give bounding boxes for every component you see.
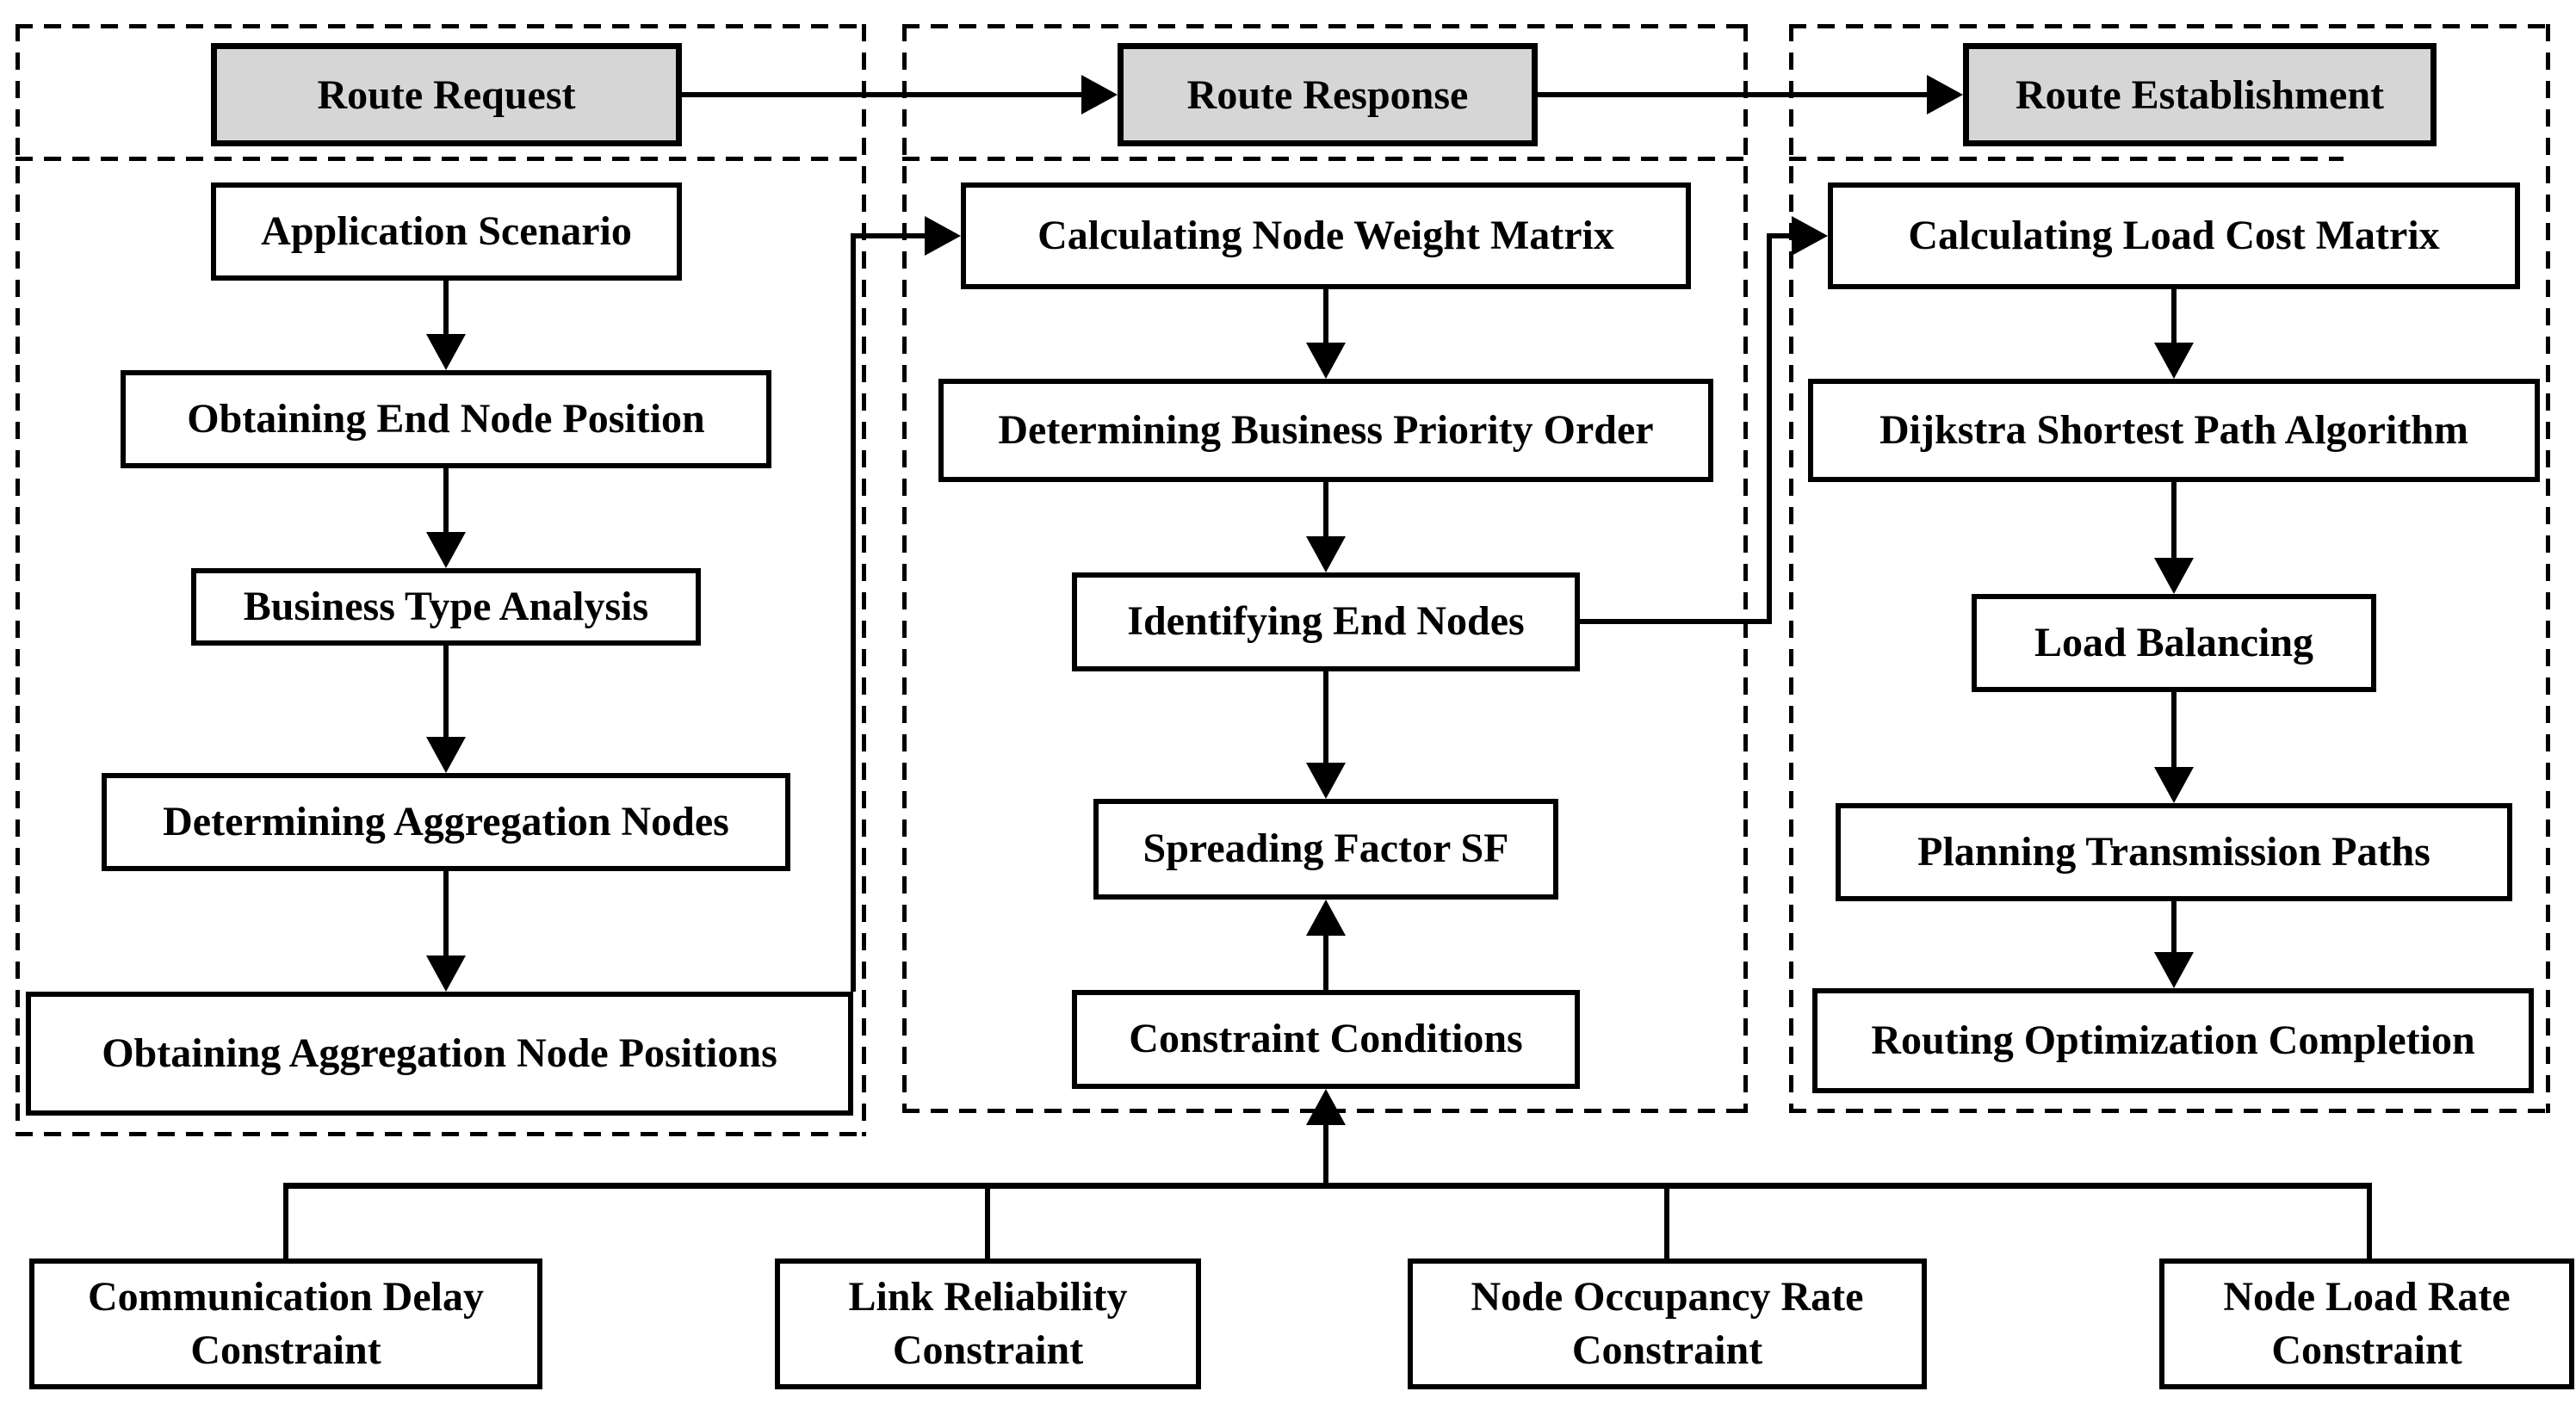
connector-response-to-establishment-head	[1792, 216, 1828, 256]
stage-label-route-response: Route Response	[1186, 71, 1469, 118]
label-node-load-rate-constraint: Node Load Rate Constraint	[2223, 1273, 2511, 1373]
stage-box-route-request: Route Request	[211, 43, 682, 146]
box-identifying-end-nodes: Identifying End Nodes	[1072, 572, 1580, 671]
box-application-scenario: Application Scenario	[211, 182, 682, 281]
label-determining-business-priority-order: Determining Business Priority Order	[998, 406, 1654, 453]
arrow-priority-to-endnodes-head	[1306, 536, 1346, 572]
constraint-stub-node-occupancy	[1664, 1186, 1669, 1258]
arrow-loadcost-to-dijkstra-line	[2171, 289, 2177, 343]
constraint-stub-communication-delay	[283, 1183, 288, 1258]
arrow-dijkstra-to-balancing-line	[2171, 482, 2177, 558]
box-node-load-rate-constraint: Node Load Rate Constraint	[2159, 1258, 2574, 1389]
arrow-scenario-to-endnode-line	[443, 281, 449, 336]
label-constraint-conditions: Constraint Conditions	[1129, 1016, 1523, 1062]
box-link-reliability-constraint: Link Reliability Constraint	[775, 1258, 1201, 1389]
label-determining-aggregation-nodes: Determining Aggregation Nodes	[163, 798, 729, 844]
arrow-response-to-establishment-head	[1927, 75, 1963, 114]
box-routing-optimization-completion: Routing Optimization Completion	[1812, 988, 2534, 1093]
label-link-reliability-constraint: Link Reliability Constraint	[848, 1273, 1128, 1373]
arrow-weightmatrix-to-priority-head	[1306, 343, 1346, 379]
connector-response-to-establishment-vertical	[1767, 233, 1772, 624]
box-node-occupancy-rate-constraint: Node Occupancy Rate Constraint	[1408, 1258, 1927, 1389]
label-obtaining-end-node-position: Obtaining End Node Position	[187, 395, 705, 442]
arrow-bottom-to-constraints-head	[1306, 1089, 1346, 1125]
stage-label-route-establishment: Route Establishment	[2015, 71, 2385, 118]
box-calculating-node-weight-matrix: Calculating Node Weight Matrix	[961, 182, 1691, 289]
connector-request-to-response-head	[925, 216, 961, 256]
arrow-constraints-to-sf-line	[1323, 934, 1328, 990]
stage-label-route-request: Route Request	[317, 71, 576, 118]
arrow-request-to-response-head	[1081, 75, 1118, 114]
box-determining-business-priority-order: Determining Business Priority Order	[938, 379, 1713, 482]
arrow-endnodes-to-sf-line	[1323, 671, 1328, 763]
arrow-aggnodes-to-aggpositions-head	[426, 955, 466, 992]
label-application-scenario: Application Scenario	[261, 207, 632, 254]
connector-request-to-response-horizontal	[851, 233, 925, 238]
stage-box-route-response: Route Response	[1118, 43, 1538, 146]
arrow-loadcost-to-dijkstra-head	[2154, 343, 2194, 379]
arrow-request-to-response-line	[682, 92, 1081, 97]
arrow-business-to-aggnodes-head	[426, 737, 466, 773]
label-calculating-load-cost-matrix: Calculating Load Cost Matrix	[1908, 212, 2440, 258]
arrow-dijkstra-to-balancing-head	[2154, 558, 2194, 594]
arrow-balancing-to-planning-head	[2154, 767, 2194, 803]
box-communication-delay-constraint: Communication Delay Constraint	[29, 1258, 542, 1389]
label-planning-transmission-paths: Planning Transmission Paths	[1917, 828, 2430, 875]
route-establishment-region-divider	[1789, 157, 2344, 161]
constraint-stub-link-reliability	[985, 1186, 990, 1258]
arrow-planning-to-completion-line	[2171, 901, 2177, 952]
label-spreading-factor-sf: Spreading Factor SF	[1142, 826, 1509, 872]
arrow-aggnodes-to-aggpositions-line	[443, 871, 449, 957]
arrow-endnode-to-business-head	[426, 532, 466, 568]
connector-request-to-response-vertical	[851, 233, 856, 992]
label-communication-delay-constraint: Communication Delay Constraint	[88, 1273, 484, 1373]
box-obtaining-end-node-position: Obtaining End Node Position	[121, 370, 771, 468]
box-constraint-conditions: Constraint Conditions	[1072, 990, 1580, 1089]
connector-response-to-establishment-horizontal	[1767, 233, 1793, 238]
arrow-response-to-establishment-line	[1538, 92, 1927, 97]
arrow-balancing-to-planning-line	[2171, 692, 2177, 767]
box-obtaining-aggregation-node-positions: Obtaining Aggregation Node Positions	[26, 992, 853, 1116]
label-routing-optimization-completion: Routing Optimization Completion	[1871, 1017, 2475, 1063]
box-load-balancing: Load Balancing	[1972, 594, 2376, 692]
arrow-constraints-to-sf-head	[1306, 900, 1346, 936]
box-dijkstra-shortest-path-algorithm: Dijkstra Shortest Path Algorithm	[1808, 379, 2540, 482]
label-calculating-node-weight-matrix: Calculating Node Weight Matrix	[1037, 212, 1614, 258]
stage-box-route-establishment: Route Establishment	[1963, 43, 2437, 146]
label-load-balancing: Load Balancing	[2034, 619, 2314, 665]
arrow-endnode-to-business-line	[443, 468, 449, 534]
arrow-endnodes-to-sf-head	[1306, 763, 1346, 799]
arrow-priority-to-endnodes-line	[1323, 482, 1328, 536]
constraint-bus-line	[284, 1183, 2372, 1189]
arrow-business-to-aggnodes-line	[443, 646, 449, 739]
box-spreading-factor-sf: Spreading Factor SF	[1093, 799, 1558, 900]
label-business-type-analysis: Business Type Analysis	[243, 583, 649, 629]
arrow-planning-to-completion-head	[2154, 952, 2194, 988]
label-node-occupancy-rate-constraint: Node Occupancy Rate Constraint	[1471, 1273, 1864, 1373]
route-response-region-divider	[902, 157, 1748, 161]
arrow-bottom-to-constraints-line	[1323, 1123, 1328, 1186]
arrow-weightmatrix-to-priority-line	[1323, 289, 1328, 343]
label-dijkstra-shortest-path-algorithm: Dijkstra Shortest Path Algorithm	[1879, 406, 2468, 453]
label-obtaining-aggregation-node-positions: Obtaining Aggregation Node Positions	[102, 1030, 777, 1076]
connector-response-to-establishment-exit	[1580, 619, 1769, 624]
route-request-region-divider	[15, 157, 866, 161]
box-business-type-analysis: Business Type Analysis	[191, 568, 701, 646]
label-identifying-end-nodes: Identifying End Nodes	[1127, 598, 1525, 645]
box-determining-aggregation-nodes: Determining Aggregation Nodes	[102, 773, 790, 871]
constraint-stub-node-load	[2367, 1183, 2372, 1258]
arrow-scenario-to-endnode-head	[426, 334, 466, 370]
box-planning-transmission-paths: Planning Transmission Paths	[1836, 803, 2512, 901]
box-calculating-load-cost-matrix: Calculating Load Cost Matrix	[1828, 182, 2520, 289]
